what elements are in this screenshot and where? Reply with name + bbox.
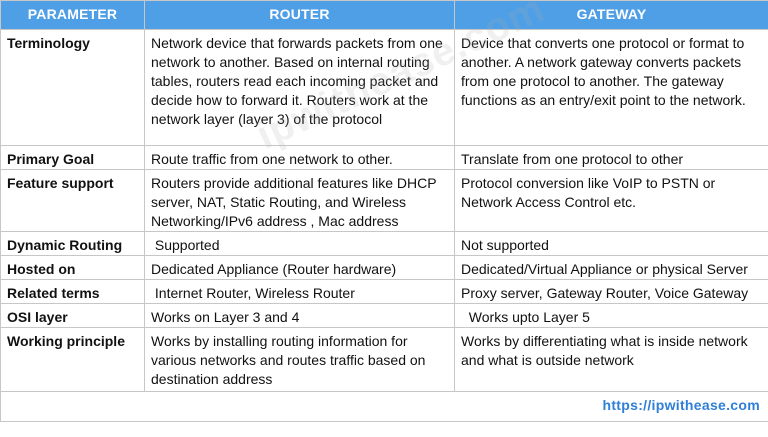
- param-dynamic-routing: Dynamic Routing: [0, 231, 145, 256]
- router-feature-support: Routers provide additional features like…: [144, 169, 455, 232]
- source-url-cell: https://ipwithease.com: [0, 391, 768, 422]
- router-vs-gateway-table: PARAMETER ROUTER GATEWAY Terminology Net…: [0, 0, 768, 422]
- gateway-osi-layer: Works upto Layer 5: [454, 303, 768, 328]
- router-dynamic-routing: Supported: [144, 231, 455, 256]
- row-osi-layer: OSI layer Works on Layer 3 and 4 Works u…: [0, 303, 768, 328]
- gateway-feature-support: Protocol conversion like VoIP to PSTN or…: [454, 169, 768, 232]
- row-working-principle: Working principle Works by installing ro…: [0, 327, 768, 392]
- row-primary-goal: Primary Goal Route traffic from one netw…: [0, 145, 768, 170]
- gateway-terminology: Device that converts one protocol or for…: [454, 29, 768, 146]
- router-osi-layer: Works on Layer 3 and 4: [144, 303, 455, 328]
- header-router: ROUTER: [144, 0, 455, 30]
- header-row: PARAMETER ROUTER GATEWAY: [0, 0, 768, 30]
- header-parameter: PARAMETER: [0, 0, 145, 30]
- param-primary-goal: Primary Goal: [0, 145, 145, 170]
- gateway-hosted-on: Dedicated/Virtual Appliance or physical …: [454, 255, 768, 280]
- row-terminology: Terminology Network device that forwards…: [0, 29, 768, 146]
- row-dynamic-routing: Dynamic Routing Supported Not supported: [0, 231, 768, 256]
- row-hosted-on: Hosted on Dedicated Appliance (Router ha…: [0, 255, 768, 280]
- router-primary-goal: Route traffic from one network to other.: [144, 145, 455, 170]
- param-feature-support: Feature support: [0, 169, 145, 232]
- router-terminology: Network device that forwards packets fro…: [144, 29, 455, 146]
- gateway-dynamic-routing: Not supported: [454, 231, 768, 256]
- row-feature-support: Feature support Routers provide addition…: [0, 169, 768, 232]
- gateway-working-principle: Works by differentiating what is inside …: [454, 327, 768, 392]
- footer-row: https://ipwithease.com: [0, 391, 768, 422]
- router-related-terms: Internet Router, Wireless Router: [144, 279, 455, 304]
- param-related-terms: Related terms: [0, 279, 145, 304]
- gateway-primary-goal: Translate from one protocol to other: [454, 145, 768, 170]
- param-hosted-on: Hosted on: [0, 255, 145, 280]
- router-hosted-on: Dedicated Appliance (Router hardware): [144, 255, 455, 280]
- param-working-principle: Working principle: [0, 327, 145, 392]
- gateway-related-terms: Proxy server, Gateway Router, Voice Gate…: [454, 279, 768, 304]
- router-working-principle: Works by installing routing information …: [144, 327, 455, 392]
- source-url-link[interactable]: https://ipwithease.com: [602, 397, 760, 413]
- header-gateway: GATEWAY: [454, 0, 768, 30]
- row-related-terms: Related terms Internet Router, Wireless …: [0, 279, 768, 304]
- param-terminology: Terminology: [0, 29, 145, 146]
- param-osi-layer: OSI layer: [0, 303, 145, 328]
